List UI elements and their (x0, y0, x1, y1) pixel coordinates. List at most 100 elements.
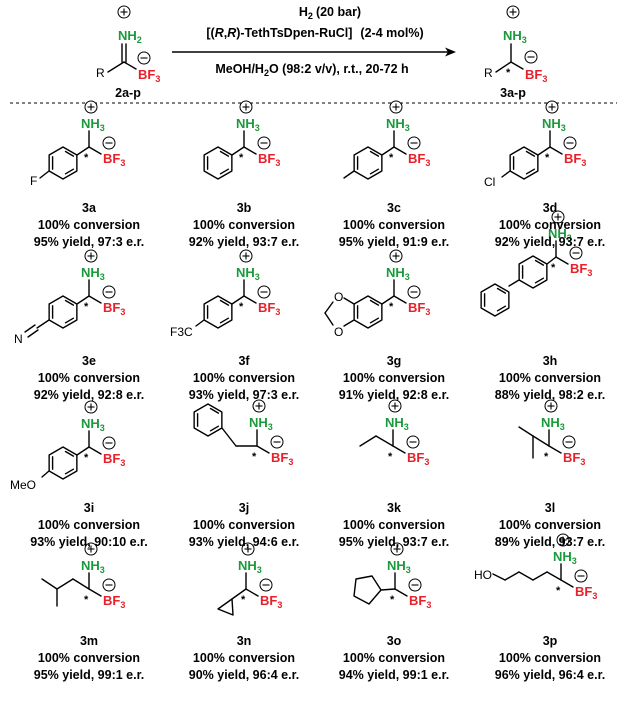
nh3-group: NH3 (249, 415, 273, 432)
structure-3m (41, 578, 90, 607)
svg-text:*: * (84, 152, 89, 164)
structure-3f: F3C (170, 295, 245, 339)
amine-bf3-center-3a: NH3*BF3 (81, 100, 125, 168)
yield-er-text: 92% yield, 93:7 e.r. (189, 235, 300, 249)
bf3-group: BF3 (103, 451, 125, 468)
structure-3i: MeO (10, 446, 90, 492)
svg-text:F3C: F3C (170, 325, 193, 339)
bf3-group: BF3 (103, 300, 125, 317)
yield-er-text: 92% yield, 92:8 e.r. (34, 388, 145, 402)
yield-er-text: 91% yield, 92:8 e.r. (339, 388, 450, 402)
yield-er-text: 95% yield, 93:7 e.r. (339, 535, 450, 549)
conversion-text: 100% conversion (499, 218, 601, 232)
amine-bf3-center-3f: NH3*BF3 (236, 249, 280, 317)
nh3-group: NH3 (238, 558, 262, 575)
nh3-group: NH3 (386, 265, 410, 282)
nh3-group: NH3 (387, 558, 411, 575)
yield-er-text: 95% yield, 99:1 e.r. (34, 668, 145, 682)
compound-label: 3c (387, 201, 401, 215)
compound-label: 3p (543, 634, 558, 648)
compound-label: 3o (387, 634, 402, 648)
compound-label: 3j (239, 501, 249, 515)
bf3-group: BF3 (407, 450, 429, 467)
nh3-group: NH3 (236, 116, 260, 133)
svg-text:*: * (389, 152, 394, 164)
substrate-structure: NH2 R BF3 2a-p (96, 5, 160, 100)
compound-label: 3l (545, 501, 555, 515)
conversion-text: 100% conversion (499, 651, 601, 665)
bf3-group: BF3 (258, 300, 280, 317)
structure-3o (353, 575, 396, 605)
structure-3d: Cl (484, 146, 551, 189)
nh3-group: NH3 (542, 116, 566, 133)
bf3-group: BF3 (271, 450, 293, 467)
nh3-group: NH3 (553, 549, 577, 566)
compound-label: 3i (84, 501, 94, 515)
yield-er-text: 93% yield, 97:3 e.r. (189, 388, 300, 402)
product-bf3: BF3 (525, 67, 547, 84)
nh3-group: NH3 (386, 116, 410, 133)
bf3-group: BF3 (408, 151, 430, 168)
conversion-text: 100% conversion (193, 518, 295, 532)
conversion-text: 100% conversion (38, 518, 140, 532)
compound-label: 3m (80, 634, 98, 648)
conversion-text: 100% conversion (193, 651, 295, 665)
svg-text:*: * (84, 301, 89, 313)
nh3-group: NH3 (548, 226, 572, 243)
structure-3l (518, 426, 550, 459)
conversion-text: 100% conversion (193, 371, 295, 385)
product-r: R (484, 66, 493, 80)
nh3-group: NH3 (81, 558, 105, 575)
svg-text:*: * (388, 451, 393, 463)
structure-3e: N (14, 295, 90, 346)
compound-label: 3k (387, 501, 401, 515)
substrate-nh2: NH2 (118, 28, 142, 45)
svg-text:*: * (506, 67, 511, 79)
structure-3a: F (30, 146, 90, 188)
yield-er-text: 88% yield, 98:2 e.r. (495, 388, 606, 402)
nh3-group: NH3 (81, 116, 105, 133)
svg-text:*: * (551, 262, 556, 274)
yield-er-text: 95% yield, 91:9 e.r. (339, 235, 450, 249)
compound-label: 3e (82, 354, 96, 368)
bf3-group: BF3 (260, 593, 282, 610)
svg-text:*: * (544, 451, 549, 463)
bf3-group: BF3 (258, 151, 280, 168)
compound-label: 3h (543, 354, 558, 368)
structure-3j (193, 403, 258, 447)
bf3-group: BF3 (409, 593, 431, 610)
nh3-group: NH3 (385, 415, 409, 432)
compound-label: 3b (237, 201, 252, 215)
svg-text:*: * (84, 594, 89, 606)
product-card-3k: 3k 100% conversion 95% yield, 93:7 e.r. (339, 501, 450, 549)
reaction-conditions: H2(20 bar) [(R,R)-TethTsDpen-RuCl](2-4 m… (172, 5, 456, 78)
compound-label: 3n (237, 634, 252, 648)
svg-text:*: * (84, 452, 89, 464)
compound-label: 3g (387, 354, 402, 368)
structure-3b (203, 146, 245, 180)
substrate-bf3: BF3 (138, 67, 160, 84)
conversion-text: 100% conversion (38, 218, 140, 232)
conversion-text: 100% conversion (343, 518, 445, 532)
product-nh3: NH3 (503, 28, 527, 45)
amine-bf3-center-3h: NH3*BF3 (548, 210, 592, 278)
condition-catalyst: [(R,R)-TethTsDpen-RuCl](2-4 mol%) (206, 26, 423, 40)
amine-bf3-center-3n: NH3*BF3 (238, 542, 282, 610)
svg-text:HO: HO (474, 568, 492, 582)
yield-er-text: 92% yield, 93:7 e.r. (495, 235, 606, 249)
svg-text:*: * (252, 451, 257, 463)
svg-text:*: * (239, 152, 244, 164)
